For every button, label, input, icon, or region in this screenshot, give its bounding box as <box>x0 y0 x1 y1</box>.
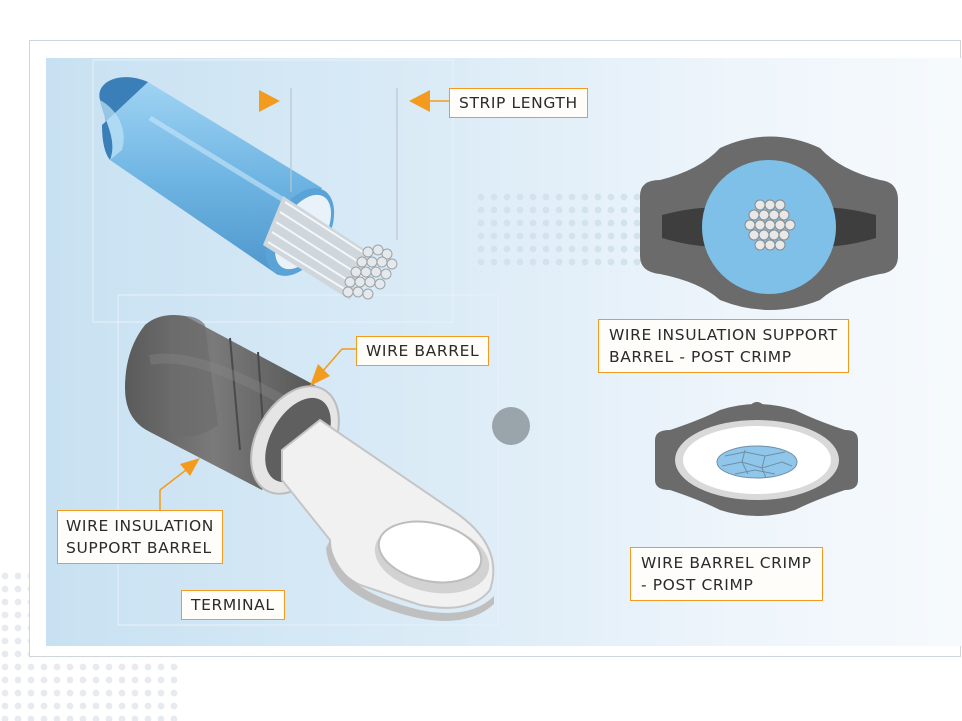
wire-strands <box>263 196 398 300</box>
label-line-2: - POST CRIMP <box>641 576 754 594</box>
wire-barrel-crimp-cross-section <box>655 402 858 516</box>
label-wire-barrel: WIRE BARREL <box>356 336 490 366</box>
label-line-2: BARREL - POST CRIMP <box>609 348 792 366</box>
dot-grid-center <box>476 192 646 272</box>
guide-lines <box>92 59 499 626</box>
label-line-1: WIRE BARREL CRIMP <box>641 554 812 572</box>
center-dot <box>492 407 530 445</box>
insulation-crimp-cross-section <box>640 136 898 310</box>
ring-terminal <box>125 315 495 621</box>
label-line-2: SUPPORT BARREL <box>66 539 212 557</box>
callout-arrows <box>159 348 356 512</box>
label-wire-barrel-post-crimp: WIRE BARREL CRIMP - POST CRIMP <box>630 547 823 601</box>
label-insulation-support-post-crimp: WIRE INSULATION SUPPORT BARREL - POST CR… <box>598 319 849 373</box>
strip-length-markers <box>259 88 450 240</box>
label-terminal: TERMINAL <box>181 590 285 620</box>
label-line-1: WIRE INSULATION SUPPORT <box>609 326 838 344</box>
stripped-wire <box>99 77 398 300</box>
label-wire-insulation-support-barrel: WIRE INSULATION SUPPORT BARREL <box>57 510 223 564</box>
label-line-1: WIRE INSULATION <box>66 517 214 535</box>
label-strip-length: STRIP LENGTH <box>449 88 588 118</box>
